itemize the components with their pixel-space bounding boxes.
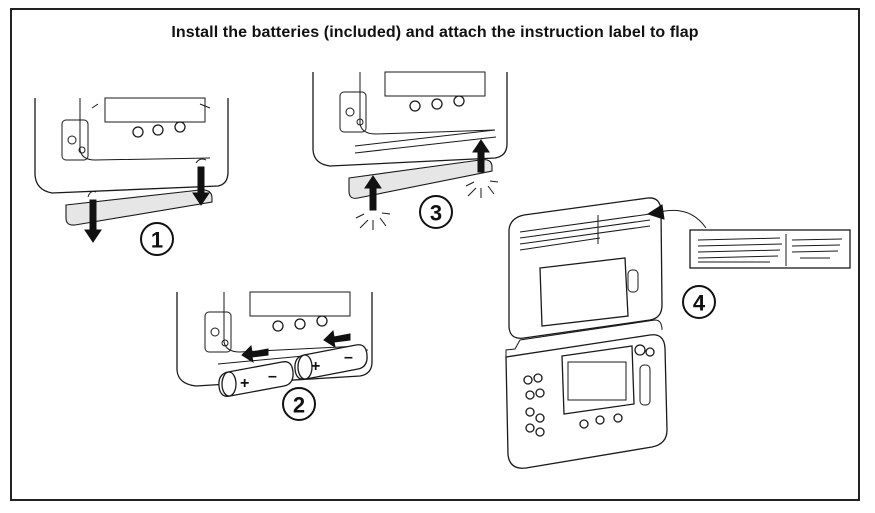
curved-arrow xyxy=(659,209,707,229)
svg-text:+: + xyxy=(311,358,320,375)
svg-text:4: 4 xyxy=(693,291,706,316)
svg-text:–: – xyxy=(344,349,353,366)
svg-text:3: 3 xyxy=(430,201,442,226)
step-4-illustration xyxy=(505,197,668,469)
step-1-illustration xyxy=(34,97,229,243)
step-3-badge: 3 xyxy=(419,195,453,229)
diagram-title: Install the batteries (included) and att… xyxy=(171,24,699,41)
step-3-illustration xyxy=(312,71,508,230)
instruction-label xyxy=(689,229,851,269)
svg-text:2: 2 xyxy=(293,393,305,418)
step-4-badge: 4 xyxy=(682,285,716,319)
step-2-badge: 2 xyxy=(282,387,316,421)
step-2-illustration: + – + – xyxy=(176,291,373,397)
svg-text:–: – xyxy=(268,368,277,385)
svg-text:+: + xyxy=(240,375,249,392)
step-1-badge: 1 xyxy=(140,222,174,256)
svg-text:1: 1 xyxy=(151,228,163,253)
battery-right: + – xyxy=(294,344,368,380)
battery-left: + – xyxy=(218,361,294,397)
